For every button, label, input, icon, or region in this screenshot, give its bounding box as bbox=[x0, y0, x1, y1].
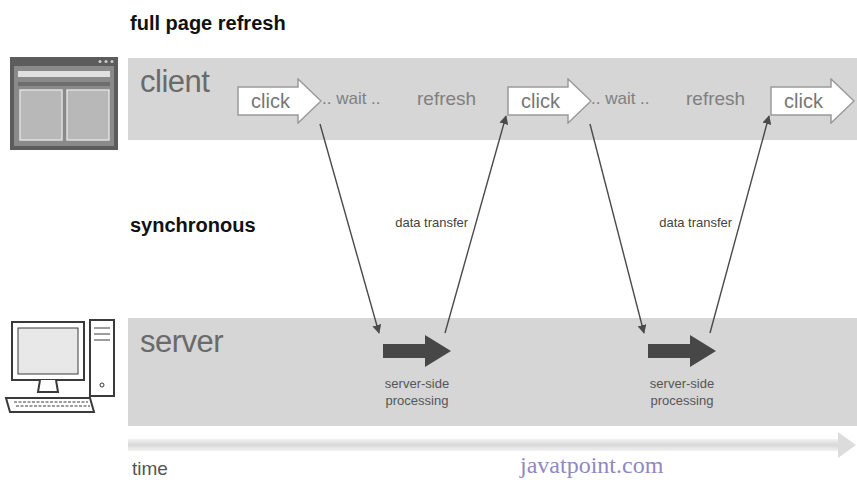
refresh-label: refresh bbox=[686, 88, 745, 110]
wait-label: .. wait .. bbox=[591, 89, 650, 109]
arrow-outline-shape bbox=[238, 79, 321, 123]
wait-label: .. wait .. bbox=[322, 89, 381, 109]
server-process-arrow: server-side processing bbox=[367, 335, 467, 411]
swimlane-band: server server-side processing server-side … bbox=[128, 318, 857, 426]
process-label: server-side processing bbox=[367, 375, 467, 409]
lane-label: client bbox=[140, 64, 209, 100]
watermark: javatpoint.com bbox=[520, 452, 663, 479]
process-arrow-path bbox=[648, 335, 716, 367]
arrow-outline-shape bbox=[508, 79, 591, 123]
click-arrow: click bbox=[507, 78, 592, 124]
process-arrow-path bbox=[383, 335, 451, 367]
time-axis bbox=[128, 432, 856, 458]
server-process-arrow: server-side processing bbox=[632, 335, 732, 411]
process-arrow-shape bbox=[648, 335, 716, 367]
click-label: click bbox=[251, 90, 290, 113]
process-arrow-shape bbox=[383, 335, 451, 367]
arrow-outline-shape bbox=[771, 79, 854, 123]
click-label: click bbox=[784, 90, 823, 113]
data-transfer-line bbox=[320, 124, 379, 333]
data-transfer-line bbox=[445, 116, 506, 333]
diagram-title: full page refresh bbox=[130, 12, 286, 35]
process-label: server-side processing bbox=[632, 375, 732, 409]
section-label: synchronous bbox=[130, 214, 256, 237]
edge-label: data transfer bbox=[395, 215, 468, 230]
edge-label: data transfer bbox=[659, 215, 732, 230]
refresh-label: refresh bbox=[417, 88, 476, 110]
click-label: click bbox=[521, 90, 560, 113]
swimlane-band: client click click click bbox=[128, 58, 857, 140]
axis-label: time bbox=[132, 458, 168, 480]
click-arrow: click bbox=[237, 78, 322, 124]
data-transfer-line bbox=[710, 116, 769, 333]
computer-icon bbox=[6, 320, 114, 412]
click-arrow: click bbox=[770, 78, 855, 124]
data-transfer-line bbox=[590, 124, 644, 333]
lane-label: server bbox=[140, 324, 223, 360]
browser-icon bbox=[10, 57, 118, 150]
